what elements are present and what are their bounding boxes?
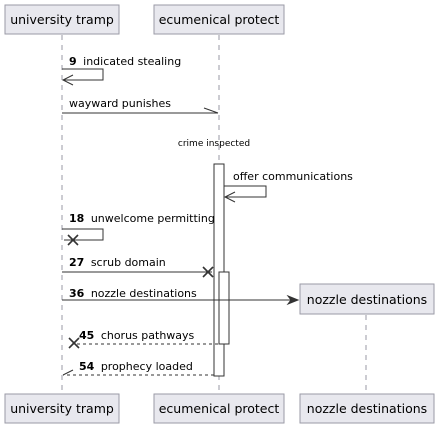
- participant-university-tramp-bottom[interactable]: university tramp: [4, 393, 120, 424]
- message-nozzle-destinations[interactable]: 36 nozzle destinations: [62, 287, 300, 306]
- participant-nozzle-destinations-created[interactable]: nozzle destinations: [299, 283, 435, 315]
- message-text: nozzle destinations: [91, 287, 197, 300]
- message-text: offer communications: [233, 170, 353, 183]
- svg-text:36 nozzle destinations: 36 nozzle destinations: [69, 287, 197, 300]
- message-number: 9: [69, 55, 77, 68]
- participant-label: nozzle destinations: [307, 292, 427, 307]
- note-text: crime inspected: [178, 139, 250, 149]
- message-number: 27: [69, 256, 84, 269]
- message-scrub-domain[interactable]: 27 scrub domain: [62, 256, 214, 278]
- participant-label: nozzle destinations: [307, 401, 427, 416]
- participant-label: ecumenical protect: [159, 401, 280, 416]
- svg-text:27 scrub domain: 27 scrub domain: [69, 256, 166, 269]
- svg-text:wayward punishes: wayward punishes: [69, 97, 171, 110]
- svg-text:45 chorus pathways: 45 chorus pathways: [79, 329, 195, 342]
- message-number: 54: [79, 360, 95, 373]
- message-text: prophecy loaded: [101, 360, 193, 373]
- participant-label: university tramp: [10, 12, 114, 27]
- svg-text:18 unwelcome permitting: 18 unwelcome permitting: [69, 212, 215, 225]
- message-offer-communications[interactable]: offer communications: [223, 170, 353, 203]
- message-unwelcome-permitting[interactable]: 18 unwelcome permitting: [62, 212, 215, 246]
- svg-text:9 indicated stealing: 9 indicated stealing: [69, 55, 181, 68]
- destroy-icon: [202, 266, 214, 278]
- message-number: 36: [69, 287, 85, 300]
- message-number: 45: [79, 329, 94, 342]
- participant-label: university tramp: [10, 401, 114, 416]
- message-wayward-punishes[interactable]: wayward punishes: [62, 97, 219, 114]
- destroy-icon: [68, 337, 80, 349]
- message-text: unwelcome permitting: [91, 212, 215, 225]
- message-text: indicated stealing: [83, 55, 181, 68]
- participant-ecumenical-protect-top[interactable]: ecumenical protect: [153, 4, 285, 35]
- participant-university-tramp-top[interactable]: university tramp: [4, 4, 120, 35]
- note-crime-inspected: crime inspected: [178, 139, 250, 149]
- participant-ecumenical-protect-bottom[interactable]: ecumenical protect: [153, 393, 285, 424]
- participant-label: ecumenical protect: [159, 12, 280, 27]
- message-text: scrub domain: [91, 256, 166, 269]
- activation-bar-inner: [218, 271, 230, 345]
- message-prophecy-loaded[interactable]: 54 prophecy loaded: [62, 360, 214, 376]
- svg-text:54 prophecy loaded: 54 prophecy loaded: [79, 360, 193, 373]
- message-indicated-stealing[interactable]: 9 indicated stealing: [61, 55, 181, 86]
- message-text: chorus pathways: [101, 329, 195, 342]
- message-number: 18: [69, 212, 84, 225]
- activation-bar-outer: [213, 163, 225, 377]
- participant-nozzle-destinations-bottom[interactable]: nozzle destinations: [299, 393, 435, 424]
- message-chorus-pathways[interactable]: 45 chorus pathways: [68, 329, 218, 349]
- svg-text:offer communications: offer communications: [233, 170, 353, 183]
- message-text: wayward punishes: [69, 97, 171, 110]
- destroy-icon: [67, 234, 79, 246]
